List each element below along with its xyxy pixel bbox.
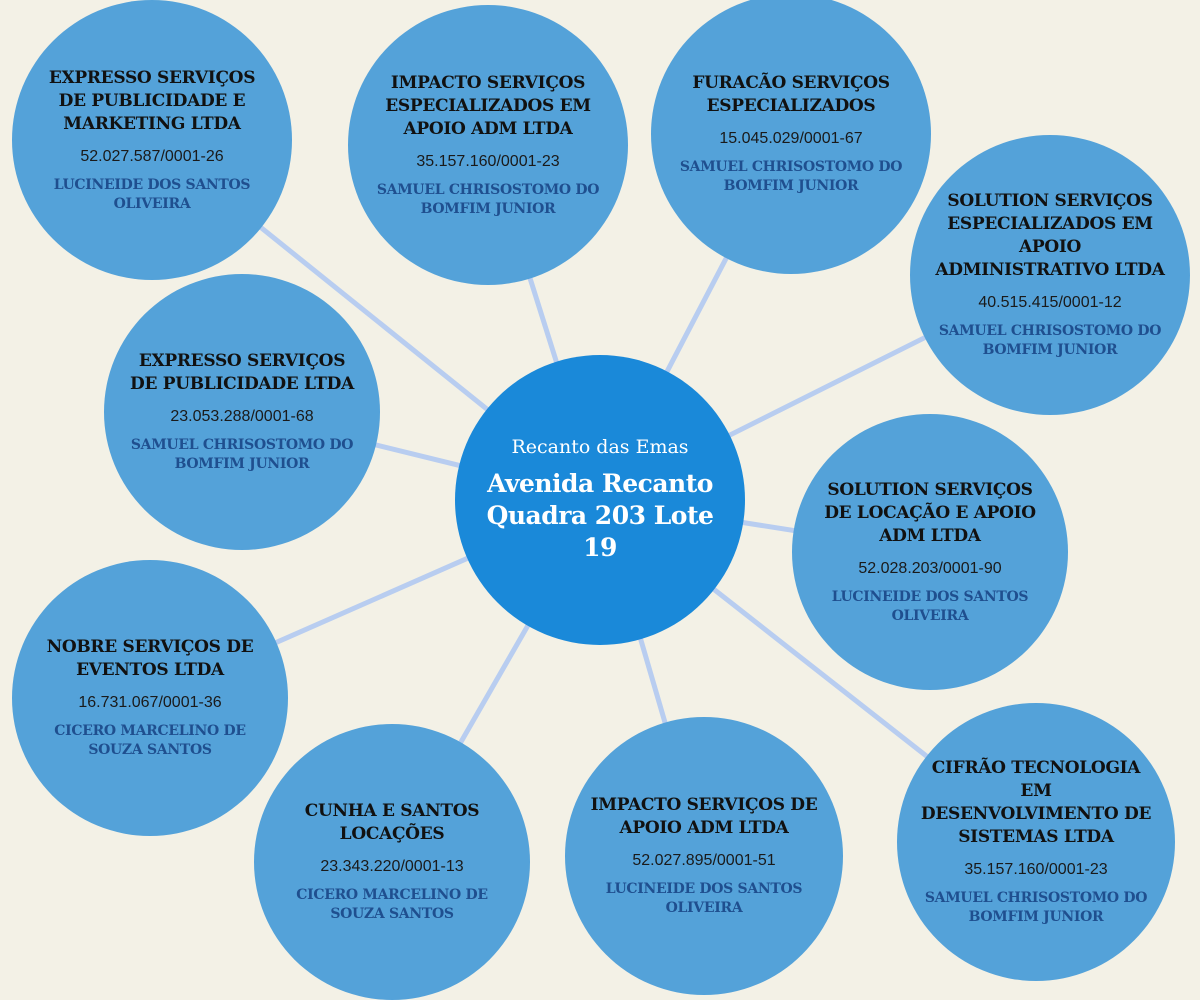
company-node: IMPACTO SERVIÇOS ESPECIALIZADOS EM APOIO…: [348, 5, 628, 285]
center-address: Avenida Recanto Quadra 203 Lote 19: [486, 469, 714, 562]
company-name: EXPRESSO SERVIÇOS DE PUBLICIDADE LTDA: [130, 351, 354, 394]
center-node: Recanto das Emas Avenida Recanto Quadra …: [455, 355, 745, 645]
company-cnpj: 23.343.220/0001-13: [320, 858, 464, 875]
company-node: IMPACTO SERVIÇOS DE APOIO ADM LTDA 52.02…: [565, 717, 843, 995]
company-owner: SAMUEL CHRISOSTOMO DO BOMFIM JUNIOR: [376, 181, 600, 217]
company-name: IMPACTO SERVIÇOS ESPECIALIZADOS EM APOIO…: [385, 72, 591, 139]
company-owner: SAMUEL CHRISOSTOMO DO BOMFIM JUNIOR: [679, 159, 903, 194]
company-cnpj: 16.731.067/0001-36: [78, 694, 222, 711]
company-node: CIFRÃO TECNOLOGIA EM DESENVOLVIMENTO DE …: [897, 703, 1175, 981]
company-cnpj: 52.028.203/0001-90: [858, 559, 1002, 577]
company-cnpj: 15.045.029/0001-67: [719, 130, 863, 147]
company-cnpj: 35.157.160/0001-23: [416, 152, 560, 170]
company-owner: SAMUEL CHRISOSTOMO DO BOMFIM JUNIOR: [924, 890, 1148, 925]
company-name: EXPRESSO SERVIÇOS DE PUBLICIDADE E MARKE…: [48, 67, 256, 134]
company-node: SOLUTION SERVIÇOS ESPECIALIZADOS EM APOI…: [910, 135, 1190, 415]
company-node: EXPRESSO SERVIÇOS DE PUBLICIDADE LTDA 23…: [104, 274, 380, 550]
company-cnpj: 35.157.160/0001-23: [964, 861, 1108, 878]
company-owner: CICERO MARCELINO DE SOUZA SANTOS: [54, 723, 246, 758]
company-name: NOBRE SERVIÇOS DE EVENTOS LTDA: [46, 637, 254, 680]
company-node: EXPRESSO SERVIÇOS DE PUBLICIDADE E MARKE…: [12, 0, 292, 280]
company-name: CUNHA E SANTOS LOCAÇÕES: [304, 801, 480, 844]
company-owner: LUCINEIDE DOS SANTOS OLIVEIRA: [605, 881, 803, 916]
company-cnpj: 52.027.895/0001-51: [632, 852, 776, 869]
company-name: FURACÃO SERVIÇOS ESPECIALIZADOS: [692, 73, 890, 116]
company-name: SOLUTION SERVIÇOS DE LOCAÇÃO E APOIO ADM…: [824, 479, 1036, 546]
company-owner: SAMUEL CHRISOSTOMO DO BOMFIM JUNIOR: [938, 323, 1162, 358]
company-node: FURACÃO SERVIÇOS ESPECIALIZADOS 15.045.0…: [651, 0, 931, 274]
company-node: CUNHA E SANTOS LOCAÇÕES 23.343.220/0001-…: [254, 724, 530, 1000]
company-node: SOLUTION SERVIÇOS DE LOCAÇÃO E APOIO ADM…: [792, 414, 1068, 690]
company-owner: LUCINEIDE DOS SANTOS OLIVEIRA: [53, 176, 251, 212]
center-subtitle: Recanto das Emas: [511, 436, 689, 458]
company-name: CIFRÃO TECNOLOGIA EM DESENVOLVIMENTO DE …: [920, 758, 1152, 847]
company-cnpj: 52.027.587/0001-26: [80, 147, 224, 165]
company-name: IMPACTO SERVIÇOS DE APOIO ADM LTDA: [590, 795, 818, 838]
company-owner: LUCINEIDE DOS SANTOS OLIVEIRA: [831, 588, 1029, 624]
company-node: NOBRE SERVIÇOS DE EVENTOS LTDA 16.731.06…: [12, 560, 288, 836]
company-cnpj: 23.053.288/0001-68: [170, 408, 314, 425]
company-owner: SAMUEL CHRISOSTOMO DO BOMFIM JUNIOR: [130, 437, 354, 472]
company-cnpj: 40.515.415/0001-12: [978, 294, 1122, 311]
company-name: SOLUTION SERVIÇOS ESPECIALIZADOS EM APOI…: [935, 191, 1165, 280]
company-owner: CICERO MARCELINO DE SOUZA SANTOS: [296, 887, 488, 922]
